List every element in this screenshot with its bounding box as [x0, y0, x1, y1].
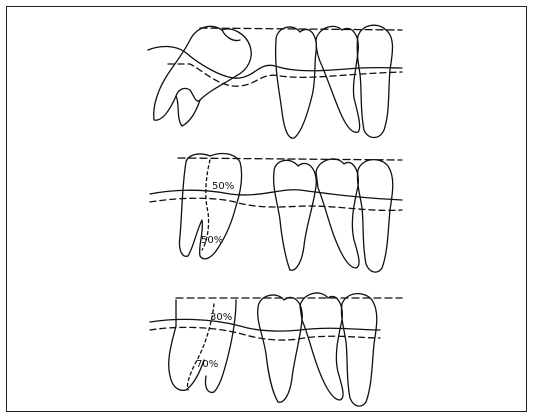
label-apical-percent: 70%	[196, 359, 218, 370]
molar-root-furcation	[176, 88, 200, 101]
panel-top	[148, 25, 402, 138]
premolar-tooth-2	[316, 159, 359, 268]
premolar-tooth-1	[274, 160, 317, 270]
premolar-tooth-3	[357, 25, 392, 137]
premolar-tooth-1	[276, 27, 317, 138]
premolar-tooth-3	[357, 160, 392, 272]
label-coronal-percent: 30%	[210, 312, 232, 323]
gingival-line	[150, 319, 380, 331]
panel-bottom: 30% 70%	[150, 293, 402, 406]
label-coronal-percent: 50%	[212, 181, 234, 192]
premolar-tooth-2	[300, 293, 343, 400]
panel-middle: 50% 50%	[150, 154, 402, 273]
submerged-tooth-left-outline	[169, 300, 204, 390]
premolar-tooth-3	[341, 294, 376, 406]
tipped-molar	[154, 26, 252, 126]
label-apical-percent: 50%	[201, 235, 223, 246]
premolar-tooth-1	[258, 295, 303, 402]
premolar-tooth-2	[316, 26, 360, 132]
